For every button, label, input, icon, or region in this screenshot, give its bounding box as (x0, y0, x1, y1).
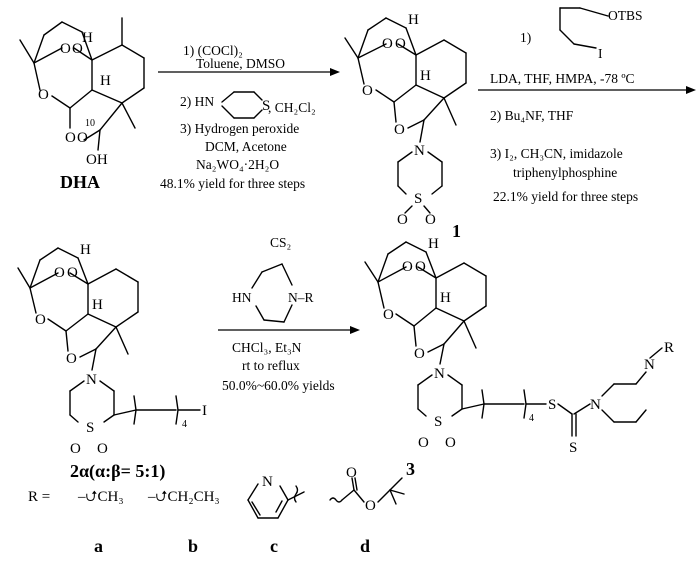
c2-o3: O (35, 312, 46, 328)
step3-cs2: CS₂ (270, 235, 291, 250)
c2-iodo: I (202, 403, 207, 419)
step3-hn: HN (232, 290, 252, 305)
step1-line8: 48.1% yield for three steps (160, 176, 305, 191)
c2-so-o2: O (97, 441, 108, 457)
c3-h-top: H (428, 236, 439, 252)
c1-o2: O (395, 36, 406, 52)
compound-1-label: 1 (452, 221, 461, 241)
step2-line5: triphenylphosphine (513, 165, 617, 180)
step2-line6: 22.1% yield for three steps (493, 189, 638, 204)
step1-line1: 1) (COCl)₂ (183, 43, 243, 58)
pyridyl-icon (247, 483, 305, 519)
dha-oh: OH (86, 152, 108, 168)
c1-h-top: H (408, 12, 419, 28)
step1-line3: 2) HN (180, 94, 214, 109)
c3-r: R (664, 340, 674, 356)
dha-c10-label: 10 (85, 118, 95, 129)
step1-s-atom: S (262, 98, 270, 114)
c2-o4: O (66, 351, 77, 367)
compound-3-label: 3 (406, 459, 415, 479)
r-label-b: b (188, 536, 198, 556)
step1-line4: , CH₂Cl₂ (268, 100, 316, 115)
c1-h-mid: H (420, 68, 431, 84)
c3-o4: O (414, 346, 425, 362)
c2-chain-subscript: 4 (182, 419, 187, 430)
compound-1-structure (344, 17, 467, 195)
c2-o2: O (67, 265, 78, 281)
compound-2-structure (17, 247, 201, 425)
dha-structure (19, 17, 145, 151)
c2-s: S (86, 420, 94, 436)
c2-o1: O (54, 265, 65, 281)
c3-o1: O (402, 259, 413, 275)
dha-o4: O (65, 130, 76, 146)
c3-pip-n1: N (590, 397, 601, 413)
c1-n: N (414, 143, 425, 159)
c1-o1: O (382, 36, 393, 52)
r-group-a-formula: –⮍CH₃ (77, 489, 124, 505)
c3-o3: O (383, 307, 394, 323)
step3-line2: rt to reflux (242, 358, 300, 373)
compound-dha-label: DHA (60, 172, 100, 192)
pyridyl-n: N (262, 474, 273, 490)
dha-o2: O (72, 41, 83, 57)
c3-so-o1: O (418, 435, 429, 451)
r-label-d: d (360, 536, 370, 556)
step2-line2: LDA, THF, HMPA, -78 ºC (490, 71, 635, 86)
r-label-a: a (94, 536, 103, 556)
step2-line1: 1) (520, 30, 531, 45)
step3-nr: N–R (288, 290, 314, 305)
c1-o3: O (362, 83, 373, 99)
compound-2-label: 2α(α:β= 5:1) (70, 461, 165, 482)
boc-ester-o: O (365, 498, 376, 514)
c3-n: N (434, 366, 445, 382)
c3-s: S (434, 414, 442, 430)
step2-line3: 2) Bu₄NF, THF (490, 108, 574, 123)
c3-chain-subscript: 4 (529, 413, 534, 424)
dha-h-top: H (82, 30, 93, 46)
c3-thione-s: S (569, 440, 577, 456)
c3-h-mid: H (440, 290, 451, 306)
step2-line4: 3) I₂, CH₃CN, imidazole (490, 146, 623, 161)
c3-so-o2: O (445, 435, 456, 451)
c3-pip-n2: N (644, 357, 655, 373)
c1-so-o1: O (397, 212, 408, 228)
compound-3-structure (364, 241, 663, 437)
boc-carbonyl-o: O (346, 465, 357, 481)
c2-h-mid: H (92, 297, 103, 313)
dha-o3: O (38, 87, 49, 103)
r-group-b-formula: –⮍CH₂CH₃ (147, 489, 220, 505)
c1-so-o2: O (425, 212, 436, 228)
step1-line5: 3) Hydrogen peroxide (180, 121, 299, 136)
c3-o2: O (415, 259, 426, 275)
arrow-2-head (686, 86, 696, 94)
thiomorpholine-ring-icon (221, 91, 263, 119)
step3-line1: CHCl₃, Et₃N (232, 340, 302, 355)
step3-line3: 50.0%~60.0% yields (222, 378, 335, 393)
step1-line2: Toluene, DMSO (196, 56, 285, 71)
step1-line6: DCM, Acetone (205, 139, 287, 154)
r-group-label: R = (28, 489, 50, 505)
r-label-c: c (270, 536, 278, 556)
arrow-1-head (330, 68, 340, 76)
c2-h-top: H (80, 242, 91, 258)
step1-line7: Na₂WO₄·2H₂O (196, 157, 279, 172)
c2-n: N (86, 372, 97, 388)
boc-icon (329, 477, 405, 505)
c3-thio-s: S (548, 397, 556, 413)
arrow-3-head (350, 326, 360, 334)
iodopentyl-chain-icon (559, 7, 609, 49)
c1-s: S (414, 191, 422, 207)
c2-so-o1: O (70, 441, 81, 457)
piperazine-ring-icon (251, 263, 293, 323)
dha-o1: O (60, 41, 71, 57)
step2-otbs: OTBS (608, 8, 643, 23)
dha-o5: O (77, 130, 88, 146)
step2-iodo: I (598, 46, 603, 61)
c1-o4: O (394, 122, 405, 138)
dha-h-mid: H (100, 73, 111, 89)
